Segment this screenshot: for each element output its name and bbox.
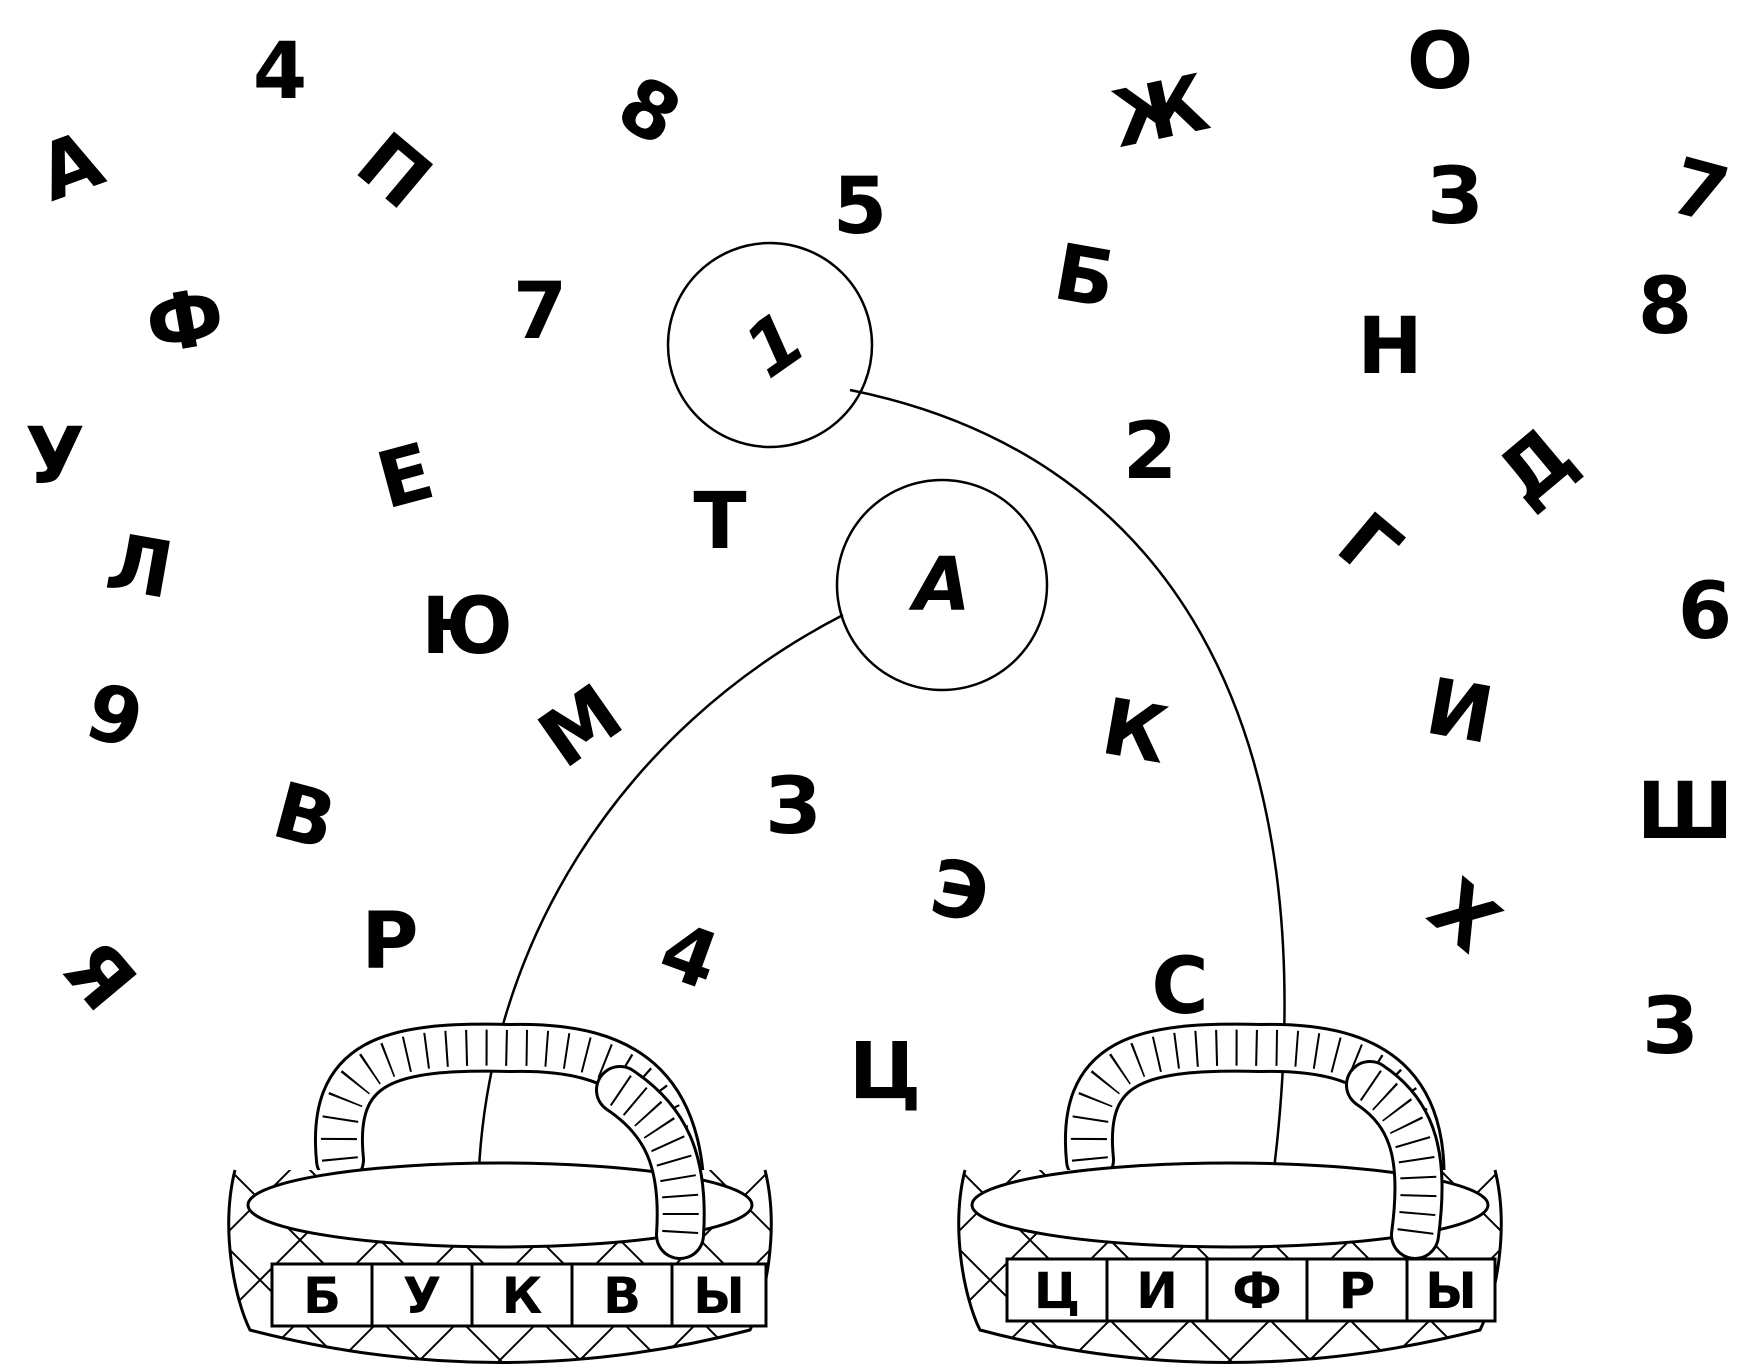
- letters-basket-label: Б У К В Ы: [272, 1264, 766, 1326]
- scattered-char: 8: [603, 59, 695, 164]
- label-cell: Ф: [1207, 1259, 1307, 1321]
- scattered-char: З: [765, 762, 820, 852]
- scattered-char: З: [1642, 982, 1697, 1072]
- scattered-char: Т: [693, 477, 746, 567]
- scattered-char: У: [25, 412, 85, 502]
- label-letter: У: [403, 1267, 442, 1325]
- scattered-char: Э: [924, 843, 996, 942]
- label-letter: Ы: [693, 1267, 745, 1325]
- example-letter: А: [837, 480, 1047, 690]
- label-cell: Ц: [1007, 1259, 1107, 1321]
- label-cell: В: [572, 1264, 672, 1326]
- label-cell: К: [472, 1264, 572, 1326]
- scattered-char: И: [1420, 662, 1500, 762]
- scattered-char: Р: [361, 897, 418, 987]
- scattered-char: С: [1151, 942, 1208, 1032]
- label-cell: Ы: [672, 1264, 766, 1326]
- scattered-char: Ю: [421, 582, 513, 672]
- label-letter: В: [603, 1267, 641, 1325]
- label-cell: Б: [272, 1264, 372, 1326]
- scattered-char: Ш: [1637, 767, 1733, 857]
- label-letter: И: [1136, 1262, 1178, 1320]
- scattered-char: Я: [45, 924, 153, 1028]
- scattered-char: Ц: [849, 1027, 921, 1117]
- label-letter: Ф: [1232, 1262, 1282, 1320]
- example-digit: 1: [668, 243, 872, 447]
- label-cell: У: [372, 1264, 472, 1326]
- digits-basket-label: Ц И Ф Р Ы: [1007, 1259, 1495, 1321]
- scattered-char: 5: [833, 162, 887, 252]
- scattered-char: П: [340, 116, 448, 227]
- scattered-char: 8: [1638, 262, 1692, 352]
- label-cell: Ы: [1407, 1259, 1495, 1321]
- scattered-char: Г: [1321, 496, 1417, 597]
- label-letter: Ы: [1425, 1262, 1477, 1320]
- label-letter: Б: [303, 1267, 341, 1325]
- scattered-char: Ж: [1104, 58, 1216, 166]
- scattered-char: М: [524, 668, 639, 786]
- scattered-char: Б: [1048, 227, 1122, 326]
- scattered-char: 6: [1678, 567, 1732, 657]
- label-cell: Р: [1307, 1259, 1407, 1321]
- label-letter: Р: [1339, 1262, 1376, 1320]
- scattered-char: Н: [1357, 302, 1422, 392]
- scattered-char: Л: [100, 517, 179, 617]
- digits-basket: Ц И Ф Р Ы: [820, 1048, 1640, 1370]
- scattered-char: Е: [368, 427, 443, 528]
- scattered-char: В: [264, 766, 345, 868]
- scattered-char: Х: [1412, 863, 1516, 971]
- letters-basket: Б У К В Ы: [90, 1048, 910, 1370]
- label-cell: И: [1107, 1259, 1207, 1321]
- scattered-char: 4: [253, 27, 307, 117]
- label-letter: Ц: [1034, 1262, 1080, 1320]
- scattered-char: А: [27, 114, 115, 219]
- scattered-char: 9: [77, 666, 153, 767]
- scattered-char: З: [1427, 152, 1482, 242]
- scattered-char: 7: [1662, 141, 1738, 242]
- scattered-char: О: [1407, 17, 1473, 107]
- scattered-char: 4: [648, 905, 730, 1008]
- scattered-char: Д: [1481, 410, 1592, 524]
- example-letter-char: А: [908, 542, 970, 628]
- scattered-char: 7: [513, 267, 567, 357]
- scattered-char: Ф: [139, 271, 231, 373]
- scattered-char: К: [1095, 682, 1173, 782]
- scattered-char: 2: [1123, 407, 1177, 497]
- label-letter: К: [502, 1267, 543, 1325]
